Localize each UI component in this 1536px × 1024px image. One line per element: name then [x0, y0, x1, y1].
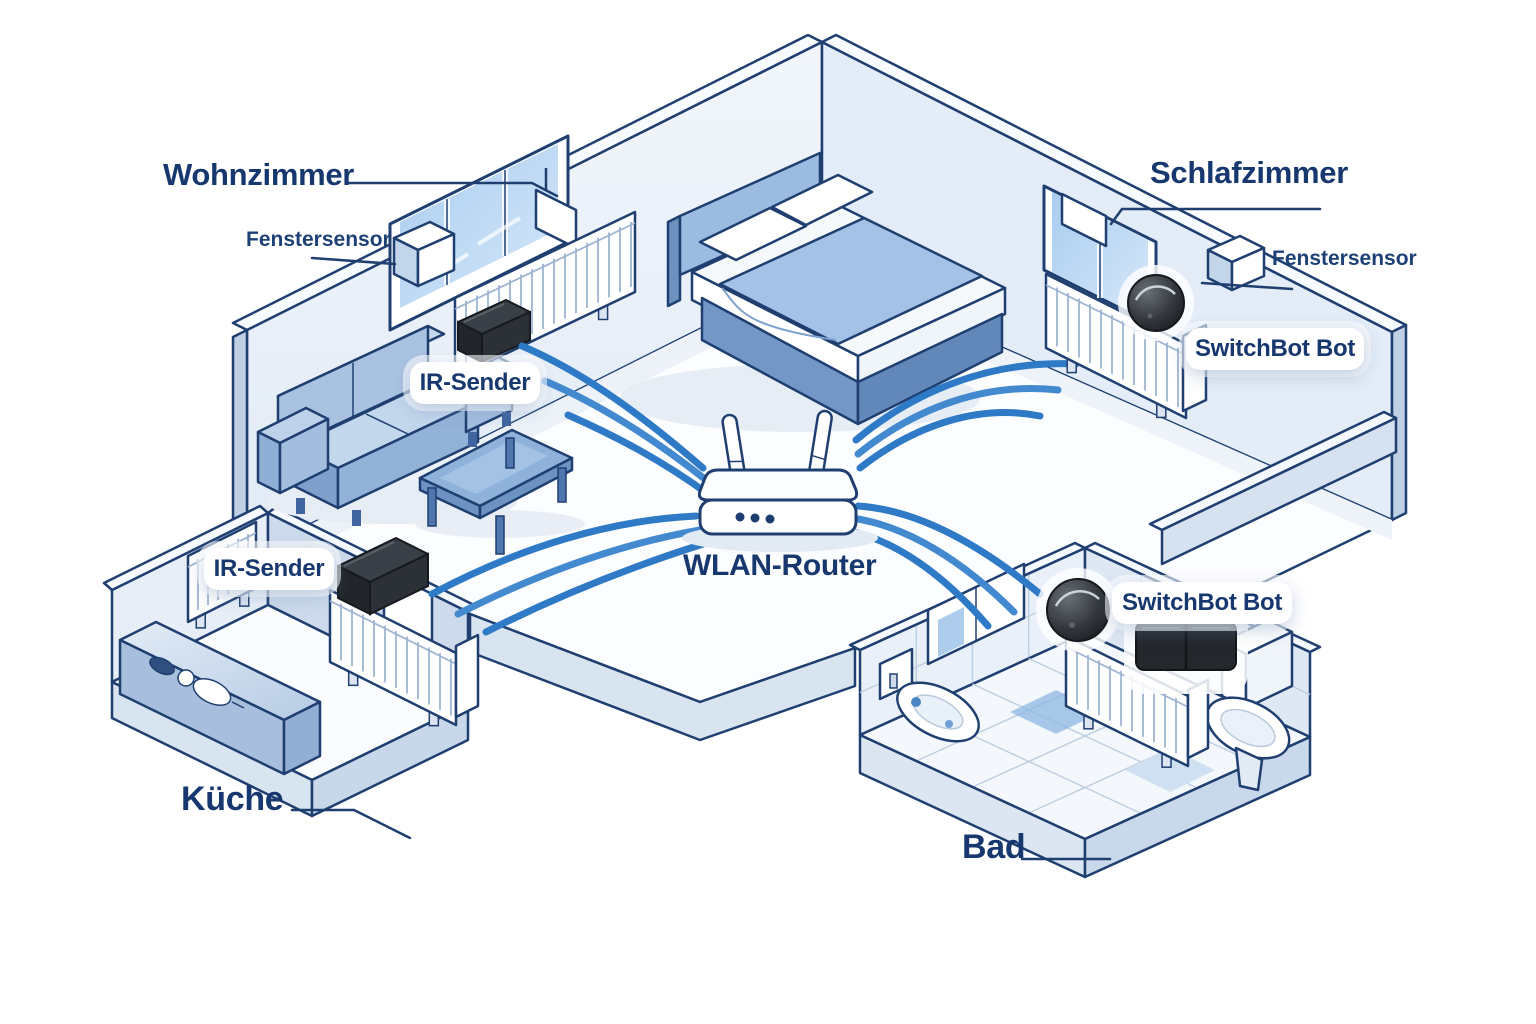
kitchen-room [102, 504, 480, 818]
table-leg [557, 467, 567, 503]
device-label-switchbot-bathroom: SwitchBot Bot [1112, 582, 1292, 624]
toilet [1205, 618, 1294, 792]
device-label-ir-sender-kitchen: IR-Sender [204, 548, 334, 590]
router-led [750, 513, 760, 523]
router-led [765, 514, 775, 524]
device-label-fenstersensor-bedroom: Fenstersensor [1272, 247, 1417, 270]
bubble-text: IR-Sender [419, 369, 531, 396]
bubble-text: IR-Sender [213, 555, 325, 582]
kitchen-radiator-large [328, 588, 458, 727]
room-label-wohnzimmer: Wohnzimmer [163, 157, 355, 192]
leader-lines [290, 181, 1322, 861]
radiator-valve [454, 633, 480, 719]
device-label-ir-sender-living: IR-Sender [410, 362, 540, 404]
sofa-leg [468, 432, 477, 447]
blanket [718, 216, 984, 346]
bedroom-parapet-wall [1148, 410, 1398, 566]
cooktop-burner [149, 656, 175, 676]
room-label-kueche: Küche [181, 780, 284, 818]
bed [620, 151, 1007, 432]
device-label-fenstersensor-living: Fenstersensor [246, 228, 391, 251]
sofa-leg [296, 498, 305, 514]
device-label-wlan-router: WLAN-Router [683, 549, 877, 582]
room-label-schlafzimmer: Schlafzimmer [1150, 155, 1348, 190]
table-leg [495, 515, 505, 555]
wlan-router-device [682, 409, 878, 552]
router-led [735, 512, 745, 522]
bedroom-radiator [1044, 272, 1188, 420]
window-sensor-panel-bedroom [1060, 192, 1108, 248]
device-label-switchbot-bedroom: SwitchBot Bot [1186, 328, 1364, 370]
sofa-leg [502, 412, 511, 426]
bidet [878, 647, 980, 743]
fenstersensor-device-bedroom [1206, 234, 1266, 292]
bubble-text: SwitchBot Bot [1194, 335, 1356, 362]
sofa-leg [352, 510, 361, 526]
bubble-text: SwitchBot Bot [1121, 589, 1283, 616]
ir-sender-device-kitchen [337, 537, 429, 616]
fenstersensor-device-living [392, 220, 456, 288]
ir-sender-device-living [457, 299, 531, 373]
table-leg [427, 487, 437, 527]
coffee-table [415, 428, 585, 555]
cooktop-plate [177, 669, 195, 687]
pillow [770, 173, 874, 227]
sofa [256, 324, 517, 526]
switchbot-device-bathroom [1036, 568, 1120, 652]
room-label-bad: Bad [962, 828, 1026, 866]
table-leg [505, 437, 515, 469]
kitchen-counter [118, 620, 322, 776]
sink [192, 678, 232, 706]
wifi-arcs [428, 342, 1080, 636]
light-floor-tile [1125, 748, 1215, 792]
switchbot-device-bedroom [1118, 265, 1194, 341]
